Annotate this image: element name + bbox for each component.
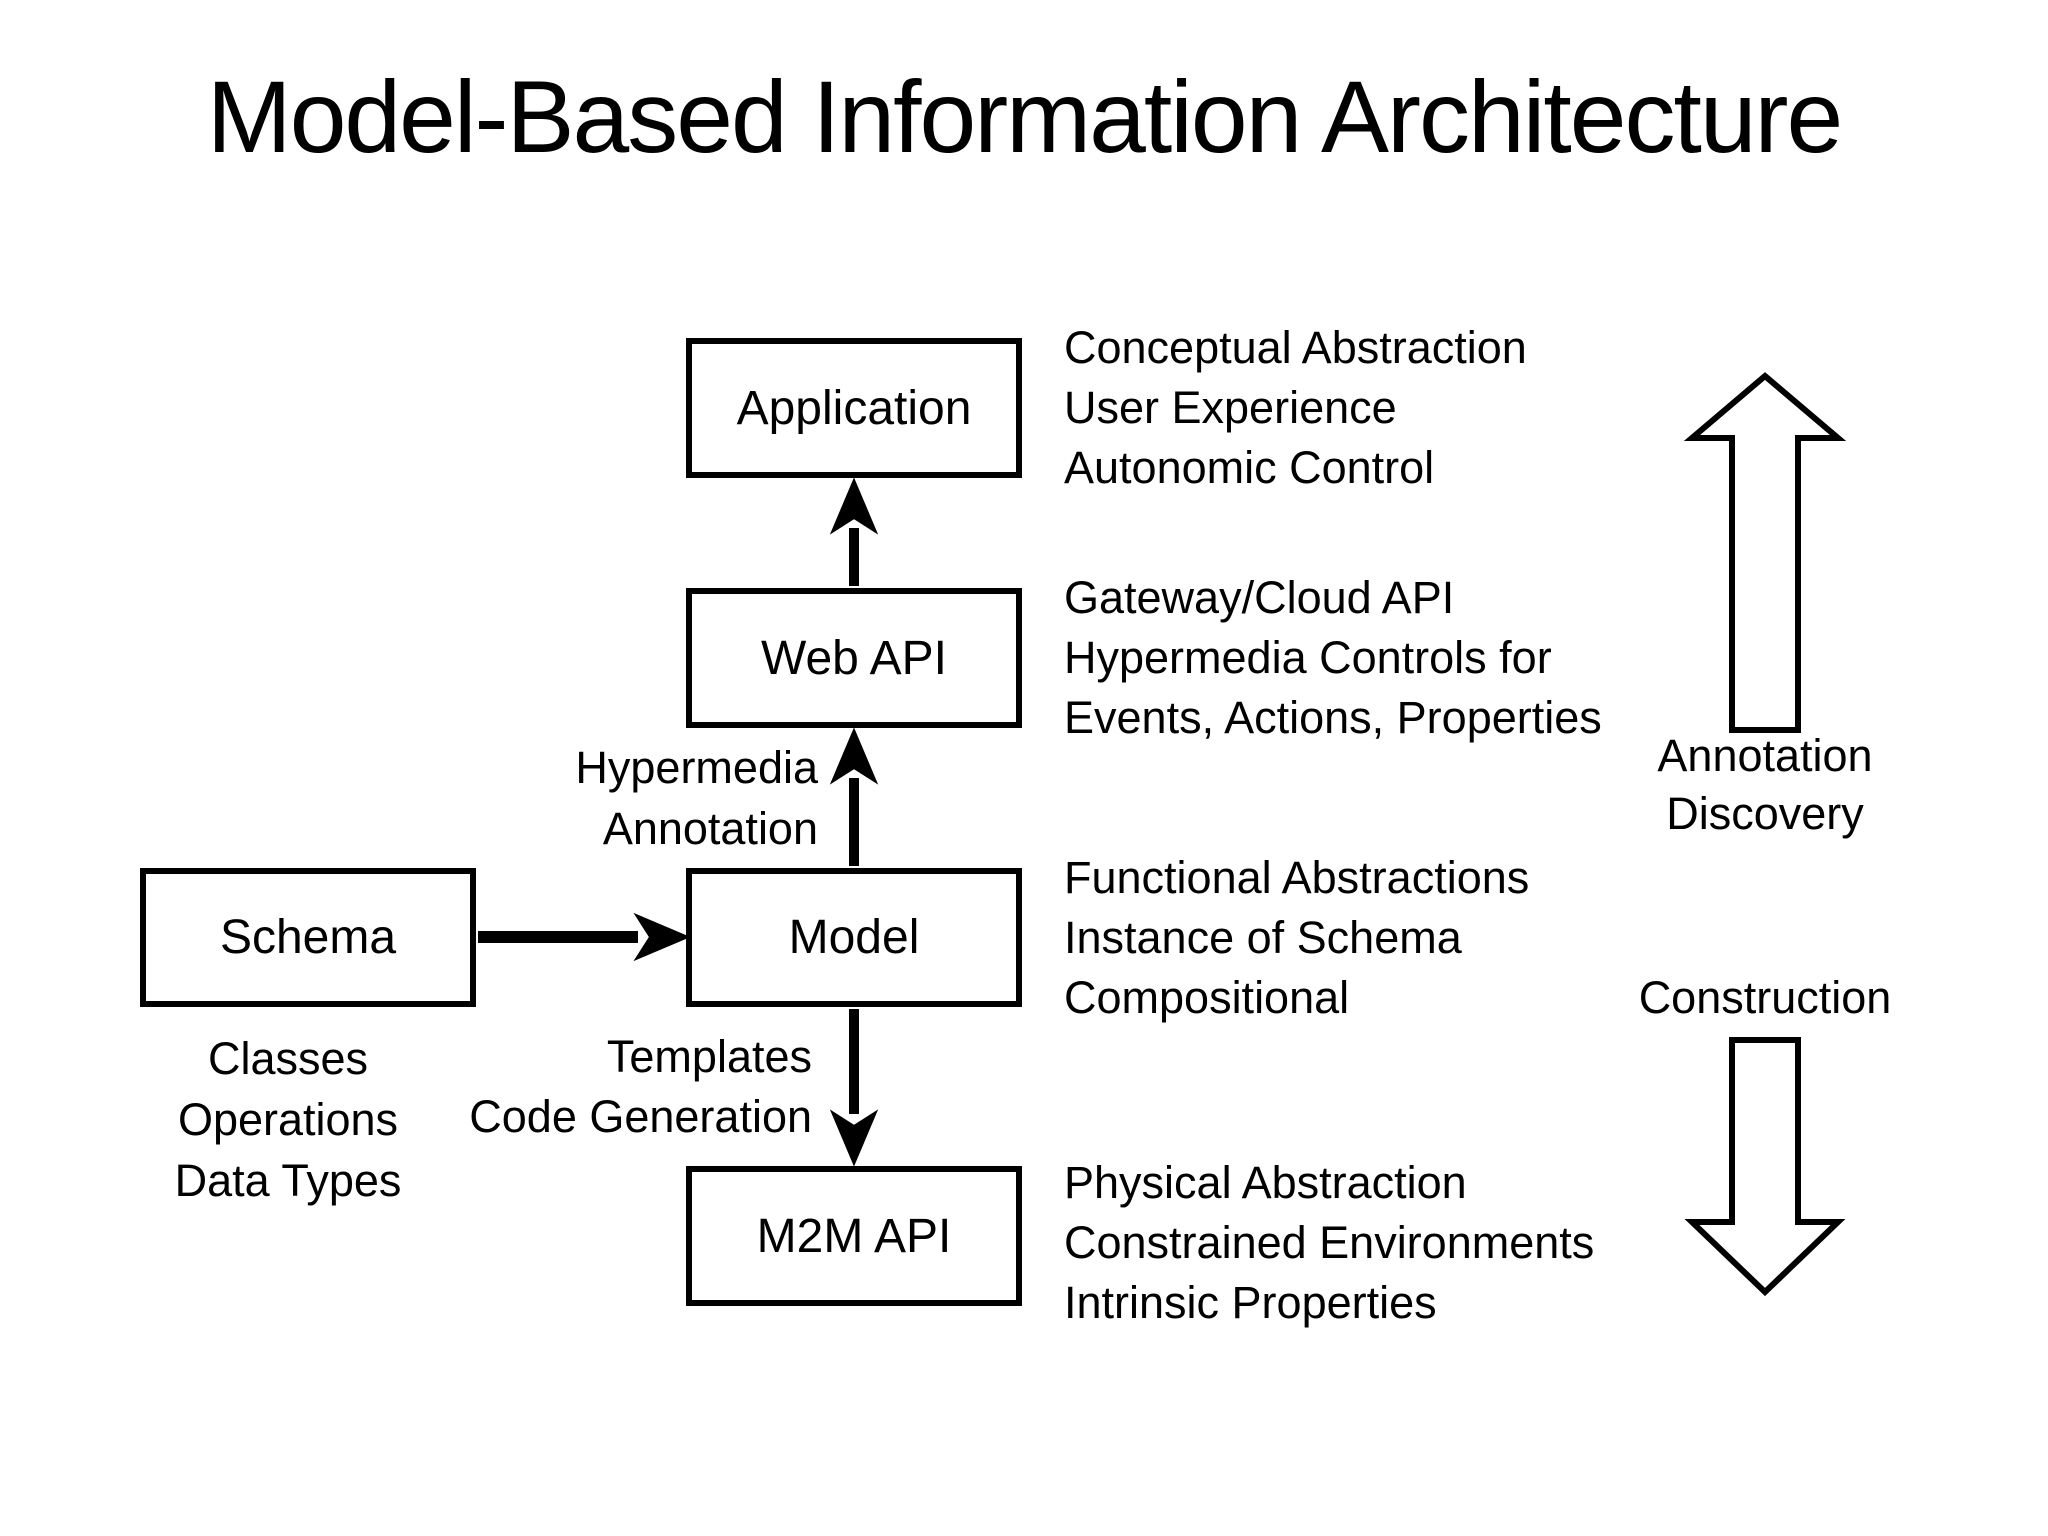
note-line: Instance of Schema (1064, 912, 1462, 963)
up-arrow-label: Annotation Discovery (1559, 727, 1971, 843)
schema-box: Schema (140, 868, 476, 1007)
note-line: Classes (207, 1033, 369, 1084)
down-arrow-label-line: Construction (1638, 972, 1892, 1023)
model-to-webapi-arrow (829, 727, 879, 866)
schema-box-label: Schema (219, 911, 397, 964)
note-line: Events, Actions, Properties (1064, 692, 1602, 743)
page-title: Model-Based Information Architecture (206, 60, 1844, 174)
edge-label-line: Code Generation (469, 1091, 812, 1142)
m2m-api-box-label: M2M API (756, 1209, 952, 1263)
note-line: Functional Abstractions (1064, 852, 1530, 903)
model-to-m2mapi-arrow (829, 1009, 879, 1167)
note-line: Gateway/Cloud API (1064, 572, 1455, 623)
note-line: Autonomic Control (1064, 442, 1435, 493)
application-box-label: Application (736, 381, 972, 435)
up-arrow-label-line: Discovery (1666, 788, 1864, 839)
note-line: Hypermedia Controls for (1064, 632, 1552, 683)
note-line: Operations (177, 1094, 399, 1145)
model-notes: Functional Abstractions Instance of Sche… (1064, 848, 1529, 1028)
application-notes: Conceptual Abstraction User Experience A… (1064, 318, 1527, 498)
construction-block-arrow (1684, 1037, 1846, 1297)
webapi-to-application-arrow (829, 477, 879, 586)
model-to-webapi-edge-label: Hypermedia Annotation (500, 737, 818, 859)
down-arrow-label: Construction (1559, 969, 1971, 1027)
note-line: Compositional (1064, 972, 1350, 1023)
web-api-box: Web API (686, 588, 1022, 728)
application-box: Application (686, 338, 1022, 478)
note-line: User Experience (1064, 382, 1397, 433)
m2m-api-notes: Physical Abstraction Constrained Environ… (1064, 1153, 1594, 1333)
edge-label-line: Hypermedia (575, 742, 818, 793)
note-line: Intrinsic Properties (1064, 1277, 1437, 1328)
note-line: Conceptual Abstraction (1064, 322, 1527, 373)
note-line: Data Types (174, 1155, 402, 1206)
m2m-api-box: M2M API (686, 1166, 1022, 1306)
annotation-discovery-block-arrow (1683, 372, 1847, 733)
web-api-box-label: Web API (761, 631, 947, 685)
edge-label-line: Templates (606, 1031, 812, 1082)
web-api-notes: Gateway/Cloud API Hypermedia Controls fo… (1064, 568, 1602, 748)
schema-notes: Classes Operations Data Types (138, 1028, 438, 1211)
model-box: Model (686, 868, 1022, 1007)
note-line: Physical Abstraction (1064, 1157, 1467, 1208)
edge-label-line: Annotation (602, 803, 818, 854)
schema-to-model-edge-label: Templates Code Generation (420, 1027, 812, 1147)
up-arrow-label-line: Annotation (1657, 730, 1873, 781)
model-box-label: Model (788, 911, 920, 964)
note-line: Constrained Environments (1064, 1217, 1595, 1268)
schema-to-model-arrow (478, 912, 691, 962)
